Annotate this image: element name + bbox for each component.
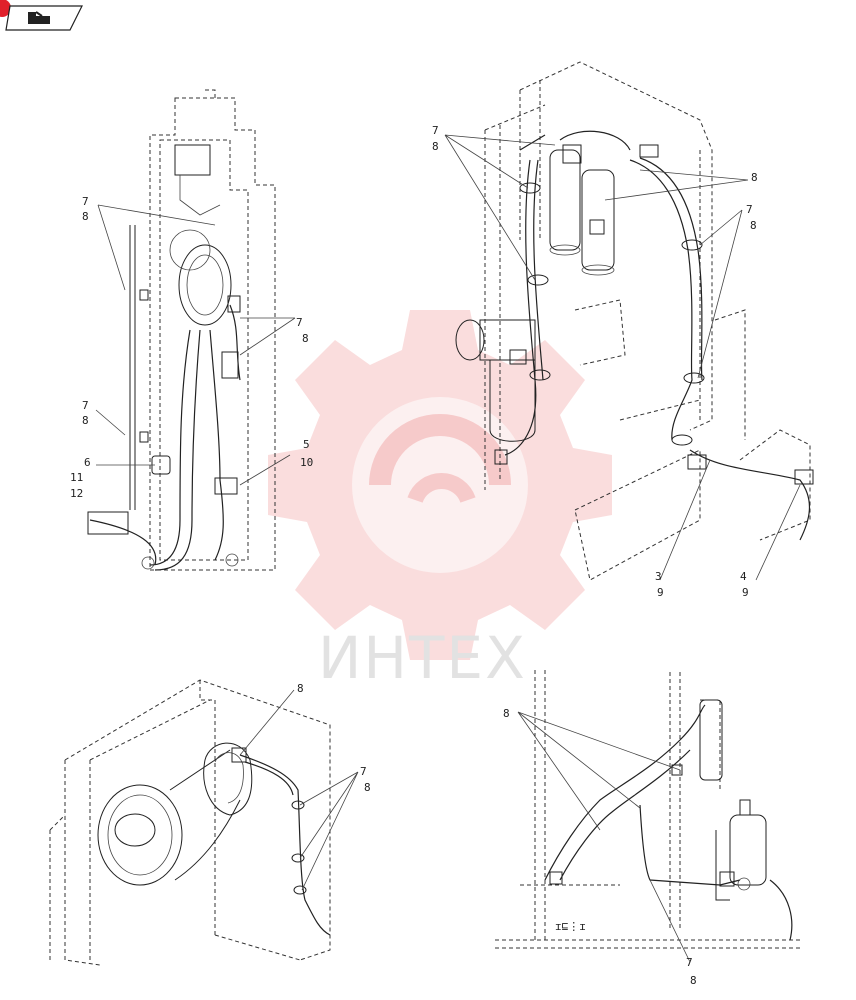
panel-a-cab-rear <box>87 89 296 571</box>
callout-b6: 3 <box>655 570 662 583</box>
callout-d2: 7 <box>686 956 693 969</box>
callout-a6: 8 <box>82 414 89 427</box>
panel-c-air-cleaner <box>49 679 359 966</box>
nav-badge[interactable] <box>0 0 83 31</box>
watermark-text: ИНТЕХ <box>318 624 527 692</box>
panel-b-frame-iso <box>444 61 814 581</box>
callout-a5: 7 <box>82 399 89 412</box>
svg-text:ɪ⊑⋮ɪ: ɪ⊑⋮ɪ <box>555 920 586 933</box>
callout-b9: 9 <box>742 586 749 599</box>
callout-d3: 8 <box>690 974 697 987</box>
callout-a8: 11 <box>70 471 83 484</box>
callout-a10: 5 <box>303 438 310 451</box>
callout-b2: 8 <box>432 140 439 153</box>
callout-c1: 8 <box>297 682 304 695</box>
callout-b3: 8 <box>751 171 758 184</box>
callout-a11: 10 <box>300 456 313 469</box>
callout-a2: 8 <box>82 210 89 223</box>
callout-c2: 7 <box>360 765 367 778</box>
callout-b7: 9 <box>657 586 664 599</box>
callout-a7: 6 <box>84 456 91 469</box>
callout-a4: 8 <box>302 332 309 345</box>
callout-b1: 7 <box>432 124 439 137</box>
callout-c3: 8 <box>364 781 371 794</box>
callout-b5: 8 <box>750 219 757 232</box>
callout-b8: 4 <box>740 570 747 583</box>
callout-b4: 7 <box>746 203 753 216</box>
callout-d1: 8 <box>503 707 510 720</box>
arrow-icon <box>28 11 50 24</box>
callout-a1: 7 <box>82 195 89 208</box>
red-dot-icon <box>0 0 11 17</box>
callout-a9: 12 <box>70 487 83 500</box>
watermark: ИНТЕХ <box>268 310 612 692</box>
panel-d-hose-detail: ɪ⊑⋮ɪ <box>495 670 800 963</box>
callout-a3: 7 <box>296 316 303 329</box>
